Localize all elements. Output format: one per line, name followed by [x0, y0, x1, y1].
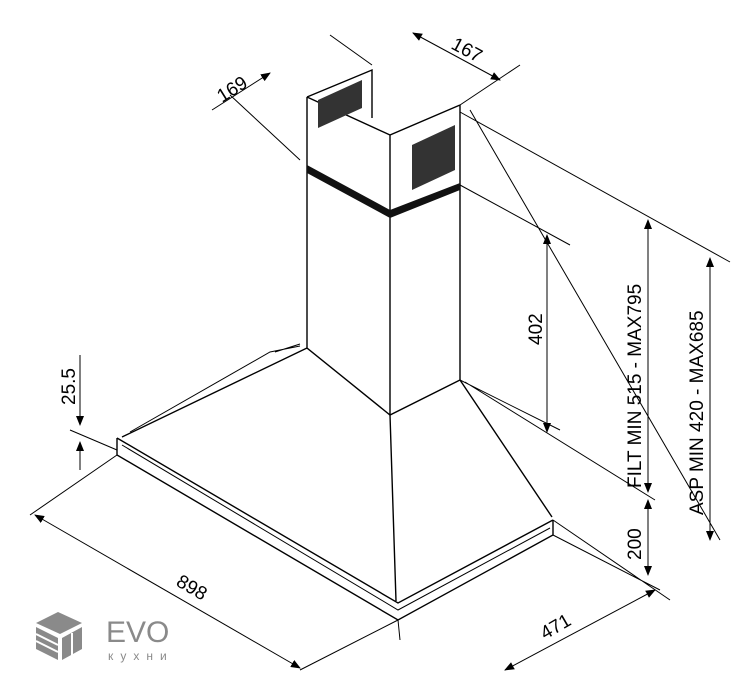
dim-471: 471: [537, 610, 575, 644]
dim-167: 167: [448, 34, 486, 67]
dim-402: 402: [526, 313, 547, 345]
dim-898: 898: [173, 571, 211, 605]
evo-logo: EVO кухни: [35, 612, 174, 663]
logo-subtitle: кухни: [108, 649, 174, 663]
vent-grille: [318, 80, 455, 190]
dim-filt: FILT MIN 515 - MAX795: [625, 284, 646, 488]
dim-169: 169: [214, 73, 252, 108]
dim-25-5: 25.5: [59, 368, 80, 405]
hood-body: [116, 68, 554, 621]
dim-asp: ASP MIN 420 - MAX685: [687, 310, 708, 515]
dim-200: 200: [625, 528, 646, 560]
cube-icon: [35, 612, 82, 660]
extension-lines: [29, 34, 731, 671]
dimension-lines: [34, 32, 714, 671]
logo-name: EVO: [106, 616, 169, 649]
